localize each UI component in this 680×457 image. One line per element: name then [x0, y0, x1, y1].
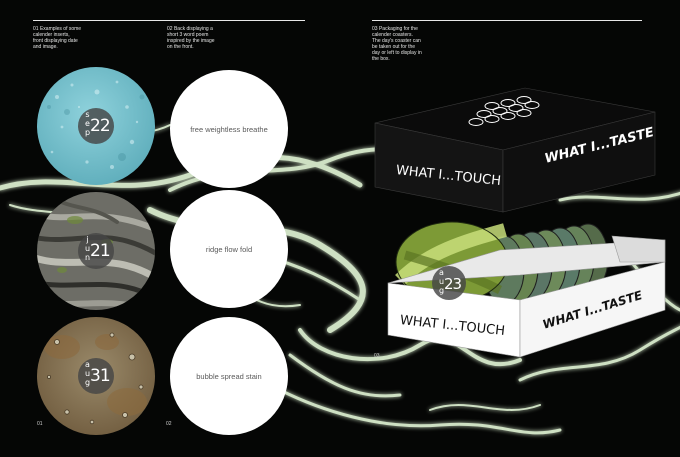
month-letter: u	[84, 244, 91, 253]
day-number: 23	[444, 275, 462, 293]
day-number: 31	[90, 366, 111, 386]
poem-disc-2: ridge flow fold	[170, 190, 288, 308]
month-letter: j	[86, 235, 89, 244]
caption-01: 01 Examples of some calender inserts, fr…	[33, 26, 82, 50]
poem-disc-3: bubble spread stain	[170, 317, 288, 435]
month-letter: s	[85, 110, 90, 119]
box-base-back-wall	[611, 235, 666, 263]
front-disc-aug-31: a u g 31	[37, 317, 155, 435]
box-lid-side	[502, 111, 656, 213]
day-number: 22	[90, 116, 111, 136]
caption-03: 03 Packaging for the calender coasters. …	[372, 26, 422, 62]
coaster-date-badge: a u g 23	[432, 266, 466, 300]
rusty-surface-image	[37, 317, 155, 435]
month-letter: u	[84, 369, 91, 378]
lid-logo	[468, 96, 540, 126]
month-letter: n	[84, 253, 91, 262]
month-letter: g	[84, 378, 91, 387]
month-letter: e	[85, 119, 90, 128]
page-number-03: 03	[374, 353, 380, 359]
month-letter: u	[438, 277, 445, 286]
month-letter: p	[84, 128, 91, 137]
page-number-01: 01	[37, 421, 43, 427]
date-badge: j u n 21	[78, 233, 114, 269]
date-badge: a u g 31	[78, 358, 114, 394]
box-base-side	[519, 261, 666, 358]
caption-02: 02 Back displaying a short 3 word poem i…	[167, 26, 215, 50]
date-badge: s e p 22	[78, 108, 114, 144]
page-number-02: 02	[166, 421, 172, 427]
front-disc-sep-22: s e p 22	[37, 67, 155, 185]
header-rule-left	[33, 20, 305, 21]
header-rule-right	[372, 20, 642, 21]
month-letter: a	[439, 268, 444, 277]
month-letter: g	[438, 286, 445, 295]
front-disc-jun-21: j u n 21	[37, 192, 155, 310]
month-letter: a	[85, 360, 90, 369]
poem-disc-1: free weightless breathe	[170, 70, 288, 188]
day-number: 21	[90, 241, 111, 261]
